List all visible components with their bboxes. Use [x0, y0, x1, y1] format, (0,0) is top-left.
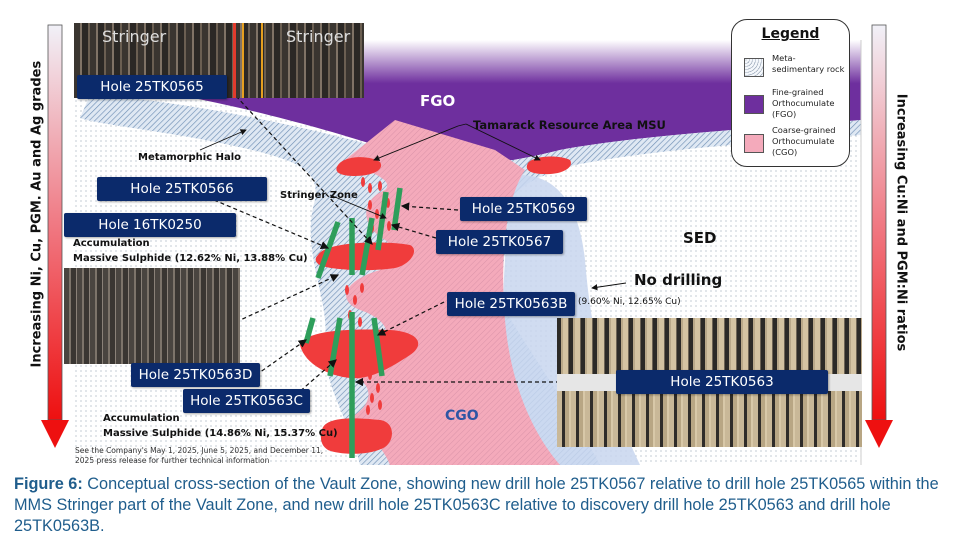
drill-trace — [375, 191, 389, 251]
sulphide-blob-lower — [320, 418, 392, 454]
annotation-stringer-zone: Stringer Zone — [280, 190, 358, 201]
core-photo-25tk0563-bottom — [557, 391, 862, 447]
hole-label-25tk0563c: Hole 25TK0563C — [183, 389, 310, 413]
core-photo-16tk0250 — [64, 268, 240, 364]
left-arrow-label: Increasing Ni, Cu, PGM. Au and Ag grades — [29, 60, 45, 368]
annotation-metamorphic-halo: Metamorphic Halo — [138, 152, 242, 163]
annotation-no-drilling: No drilling — [634, 271, 723, 289]
drill-trace — [303, 317, 316, 344]
caption-text: Conceptual cross-section of the Vault Zo… — [14, 475, 939, 535]
right-ratio-arrow — [865, 24, 893, 448]
sulphide-blob-msu-right — [526, 156, 571, 175]
annotation-massive-sulphide-1: Massive Sulphide (12.62% Ni, 13.88% Cu) — [73, 253, 308, 264]
thin-pointer-lines — [199, 123, 627, 291]
annotation-massive-sulphide-2: Massive Sulphide (14.86% Ni, 15.37% Cu) — [103, 428, 338, 439]
legend-title: Legend — [761, 26, 820, 42]
sulphide-blob-msu-left — [336, 157, 382, 176]
legend-swatch-fgo — [744, 95, 764, 114]
legend-label-cgo: Coarse-grained Orthocumulate (CGO) — [772, 125, 836, 157]
legend: Legend Meta-sedimentary rock Fine-graine… — [731, 19, 850, 167]
unit-label-cgo: CGO — [445, 408, 479, 424]
annotation-grade-0563b: (9.60% Ni, 12.65% Cu) — [578, 297, 681, 307]
annotation-accumulation-2: Accumulation — [103, 413, 180, 424]
footnote-line-2: 2025 press release for further technical… — [75, 456, 270, 465]
unit-label-fgo: FGO — [420, 92, 456, 110]
legend-label-fgo: Fine-grained Orthocumulate (FGO) — [772, 87, 835, 119]
hole-label-25tk0569: Hole 25TK0569 — [460, 197, 587, 221]
unit-label-sed: SED — [683, 229, 717, 247]
core-photo-25tk0563-top — [557, 318, 862, 374]
hole-label-25tk0567: Hole 25TK0567 — [436, 230, 563, 254]
core-label-stringer-left: Stringer — [102, 27, 167, 46]
legend-swatch-meta-sedimentary — [744, 58, 764, 77]
hole-label-25tk0563d: Hole 25TK0563D — [131, 363, 260, 387]
hole-label-16tk0250: Hole 16TK0250 — [64, 213, 236, 237]
right-arrow-label: Increasing Cu:Ni and PGM:Ni ratios — [893, 93, 909, 352]
drill-trace — [391, 187, 403, 231]
hole-label-25tk0565: Hole 25TK0565 — [77, 75, 227, 99]
drill-trace — [371, 317, 385, 377]
core-label-stringer-right: Stringer — [286, 27, 351, 46]
legend-swatch-cgo — [744, 134, 764, 153]
annotation-accumulation-1: Accumulation — [73, 238, 150, 249]
footnote-line-1: See the Company's May 1, 2025, June 5, 2… — [75, 446, 324, 455]
drill-traces — [303, 187, 403, 458]
drill-trace — [359, 217, 375, 276]
hole-label-25tk0566: Hole 25TK0566 — [97, 177, 267, 201]
figure-caption: Figure 6: Conceptual cross-section of th… — [14, 474, 959, 537]
hole-label-25tk0563b: Hole 25TK0563B — [447, 292, 575, 316]
legend-label-meta-sedimentary: Meta-sedimentary rock — [772, 53, 845, 74]
hole-label-25tk0563: Hole 25TK0563 — [616, 370, 828, 394]
annotation-tamarack-msu: Tamarack Resource Area MSU — [473, 118, 666, 132]
left-grade-arrow — [41, 24, 69, 448]
drill-trace — [315, 221, 341, 279]
caption-label: Figure 6: — [14, 475, 83, 493]
